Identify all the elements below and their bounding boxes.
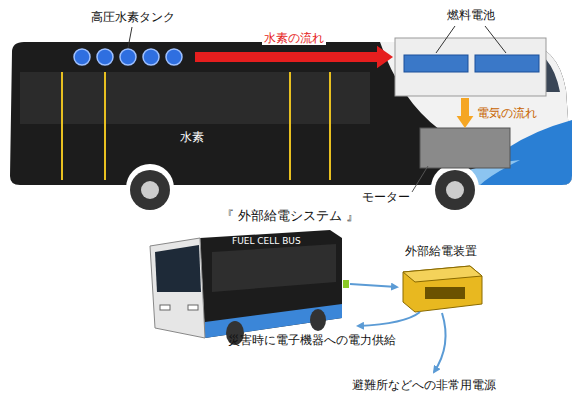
wheel bbox=[310, 309, 326, 331]
wheel-hub bbox=[141, 181, 159, 199]
flow-label: 水素の流れ bbox=[262, 31, 326, 45]
hydrogen-tank bbox=[166, 49, 182, 65]
bus-side bbox=[200, 230, 342, 338]
supply-arrow bbox=[358, 312, 420, 326]
text-label: 『 外部給電システム 』 bbox=[221, 208, 359, 223]
bus-windows bbox=[20, 72, 370, 124]
component-node: 燃料電池 bbox=[393, 8, 548, 98]
wheel bbox=[435, 170, 475, 210]
text-label: FUEL CELL BUS bbox=[232, 236, 301, 247]
supply-arrow bbox=[434, 313, 446, 372]
supply-arrow bbox=[350, 284, 397, 287]
power-device-panel bbox=[425, 287, 465, 299]
wheel-hub bbox=[446, 181, 464, 199]
text-label: 災害時に電子機器への電力供給 bbox=[228, 333, 396, 347]
hydrogen-tank bbox=[120, 49, 136, 65]
fuel-cell-housing bbox=[395, 38, 546, 96]
door-line bbox=[61, 72, 63, 180]
node-label: 燃料電池 bbox=[447, 8, 495, 22]
leader-line bbox=[485, 26, 506, 53]
power-device-top bbox=[403, 266, 482, 282]
flow-line bbox=[195, 52, 377, 62]
wheel bbox=[130, 170, 170, 210]
bus-front bbox=[150, 238, 205, 338]
text-label: 水素 bbox=[180, 130, 204, 144]
headlight bbox=[160, 305, 170, 310]
component-node: 外部給電装置 bbox=[393, 244, 488, 314]
flow-label: 電気の流れ bbox=[475, 106, 539, 120]
hydrogen-tank bbox=[97, 49, 113, 65]
arrow-head bbox=[457, 116, 474, 128]
power-plug bbox=[343, 280, 349, 288]
text-label: 避難所などへの非常用電源 bbox=[352, 378, 496, 392]
flow-arrow bbox=[457, 98, 474, 128]
bus-body bbox=[10, 42, 572, 185]
door-line bbox=[104, 72, 106, 180]
flow-arrow bbox=[195, 46, 393, 68]
hydrogen-tank bbox=[143, 49, 159, 65]
hydrogen-tank bbox=[74, 49, 90, 65]
door-line bbox=[329, 72, 331, 180]
component-node: 高圧水素タンク bbox=[70, 10, 195, 72]
leader-line bbox=[412, 166, 428, 192]
node-label: モーター bbox=[362, 190, 410, 204]
node-label: 外部給電装置 bbox=[405, 244, 477, 258]
windshield bbox=[155, 245, 201, 292]
headlight bbox=[188, 305, 198, 310]
bus-side-trim bbox=[205, 304, 342, 338]
component-node: モーター bbox=[362, 128, 512, 204]
arrow-head bbox=[377, 46, 393, 68]
flow-line bbox=[461, 98, 469, 116]
wheel-arch bbox=[126, 164, 174, 212]
motor bbox=[420, 128, 510, 168]
fuel-cell-stack bbox=[404, 55, 468, 72]
leader-line bbox=[436, 26, 455, 53]
wheel-arch bbox=[431, 164, 479, 212]
fuel-cell-stack bbox=[475, 55, 539, 72]
node-label: 高圧水素タンク bbox=[91, 10, 175, 24]
bus-side-windows bbox=[212, 244, 336, 292]
power-device bbox=[403, 266, 482, 312]
door-line bbox=[289, 72, 291, 180]
leader-line bbox=[128, 27, 132, 48]
